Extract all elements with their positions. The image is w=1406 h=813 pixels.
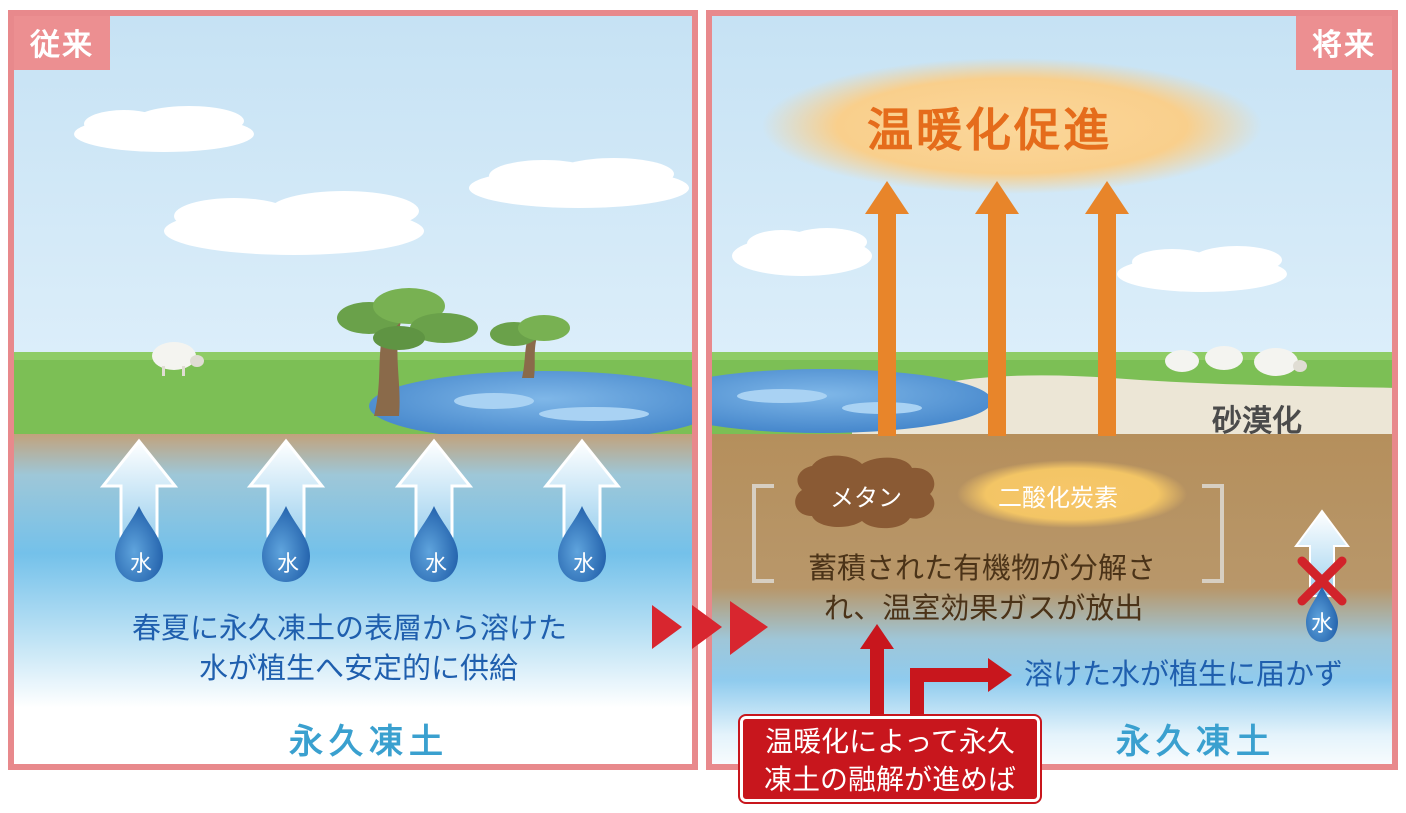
past-panel: 従来 春夏に永久凍土の表層から溶けた 水が植生へ安定的に供給 永久凍土 水 水 … [8, 10, 698, 770]
cloud-icon [1117, 246, 1287, 292]
rising-water-arrow [246, 438, 326, 582]
water-drop-icon [558, 506, 606, 582]
rising-water-arrow [542, 438, 622, 582]
water-drop-icon [115, 506, 163, 582]
sheep-icon [152, 342, 204, 376]
transition-arrows-icon [652, 601, 768, 655]
water-drop-icon [262, 506, 310, 582]
future-panel: 将来 温暖化促進 砂漠化 メタン 二酸化炭素 蓄積された有機物が分解さ れ、温室… [706, 10, 1398, 770]
water-drop-label: 水 [425, 552, 448, 577]
future-tag: 将来 [1296, 16, 1392, 70]
decomposition-line1: 蓄積された有機物が分解さ [808, 551, 1157, 585]
water-drop-label: 水 [277, 552, 300, 577]
warming-label: 温暖化促進 [867, 103, 1112, 157]
desertification-label: 砂漠化 [1212, 404, 1302, 439]
water-drop-icon [410, 506, 458, 582]
callout-line1: 温暖化によって永久 [765, 725, 1015, 758]
past-tag: 従来 [14, 16, 110, 70]
past-description-line1: 春夏に永久凍土の表層から溶けた [132, 611, 568, 645]
co2-cloud [957, 460, 1187, 528]
water-drop-label: 水 [130, 552, 153, 577]
decomposition-line2: れ、温室効果ガスが放出 [824, 591, 1144, 625]
past-permafrost-label: 永久凍土 [289, 722, 449, 762]
bracket-left [752, 484, 774, 583]
cloud-icon [74, 106, 254, 152]
future-permafrost-label: 永久凍土 [1116, 722, 1276, 762]
co2-label: 二酸化炭素 [998, 484, 1118, 512]
sheep-icon [1165, 346, 1307, 376]
rising-water-arrow [99, 438, 179, 582]
methane-cloud [795, 455, 935, 529]
water-drop-label: 水 [573, 552, 596, 577]
bracket-right [1202, 484, 1224, 583]
gas-release-arrows [865, 181, 1129, 436]
cloud-icon [732, 228, 872, 276]
past-scene [14, 16, 692, 764]
future-scene [712, 16, 1392, 764]
tree-icon [337, 288, 478, 416]
no-water-label: 溶けた水が植生に届かず [1024, 657, 1344, 691]
past-description-line2: 水が植生へ安定的に供給 [199, 651, 519, 685]
cloud-icon [469, 158, 689, 208]
pond [712, 369, 992, 433]
methane-label: メタン [830, 484, 902, 512]
pond [369, 371, 692, 441]
rising-water-arrow [394, 438, 474, 582]
desert-sand [852, 375, 1392, 436]
callout-line2: 凍土の融解が進めば [763, 763, 1016, 796]
cloud-icon [164, 191, 424, 255]
thaw-condition-callout: 温暖化によって永久 凍土の融解が進めば [740, 716, 1040, 802]
water-drop-label: 水 [1311, 612, 1334, 637]
blocked-x-icon [1297, 556, 1347, 606]
warming-glow [762, 58, 1262, 194]
tree-icon [490, 315, 570, 378]
